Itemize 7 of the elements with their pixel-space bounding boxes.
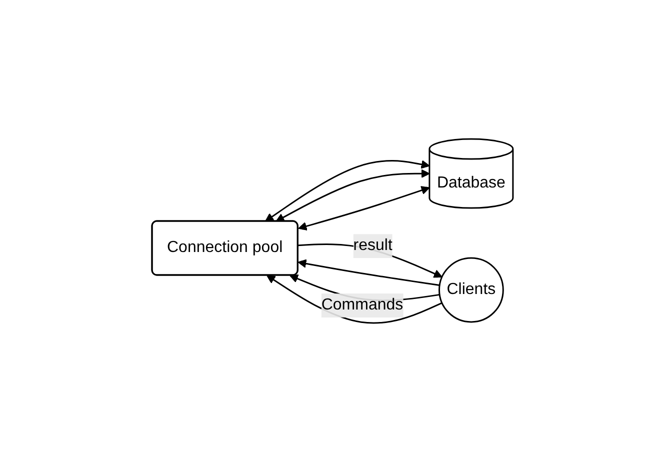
arrow [276, 169, 430, 222]
node-circle: Clients [438, 257, 504, 323]
arrow [298, 259, 440, 286]
arrow [265, 160, 430, 222]
arrow [298, 186, 430, 230]
edge-label: Commands [321, 296, 404, 314]
edge-label: result [353, 237, 392, 254]
